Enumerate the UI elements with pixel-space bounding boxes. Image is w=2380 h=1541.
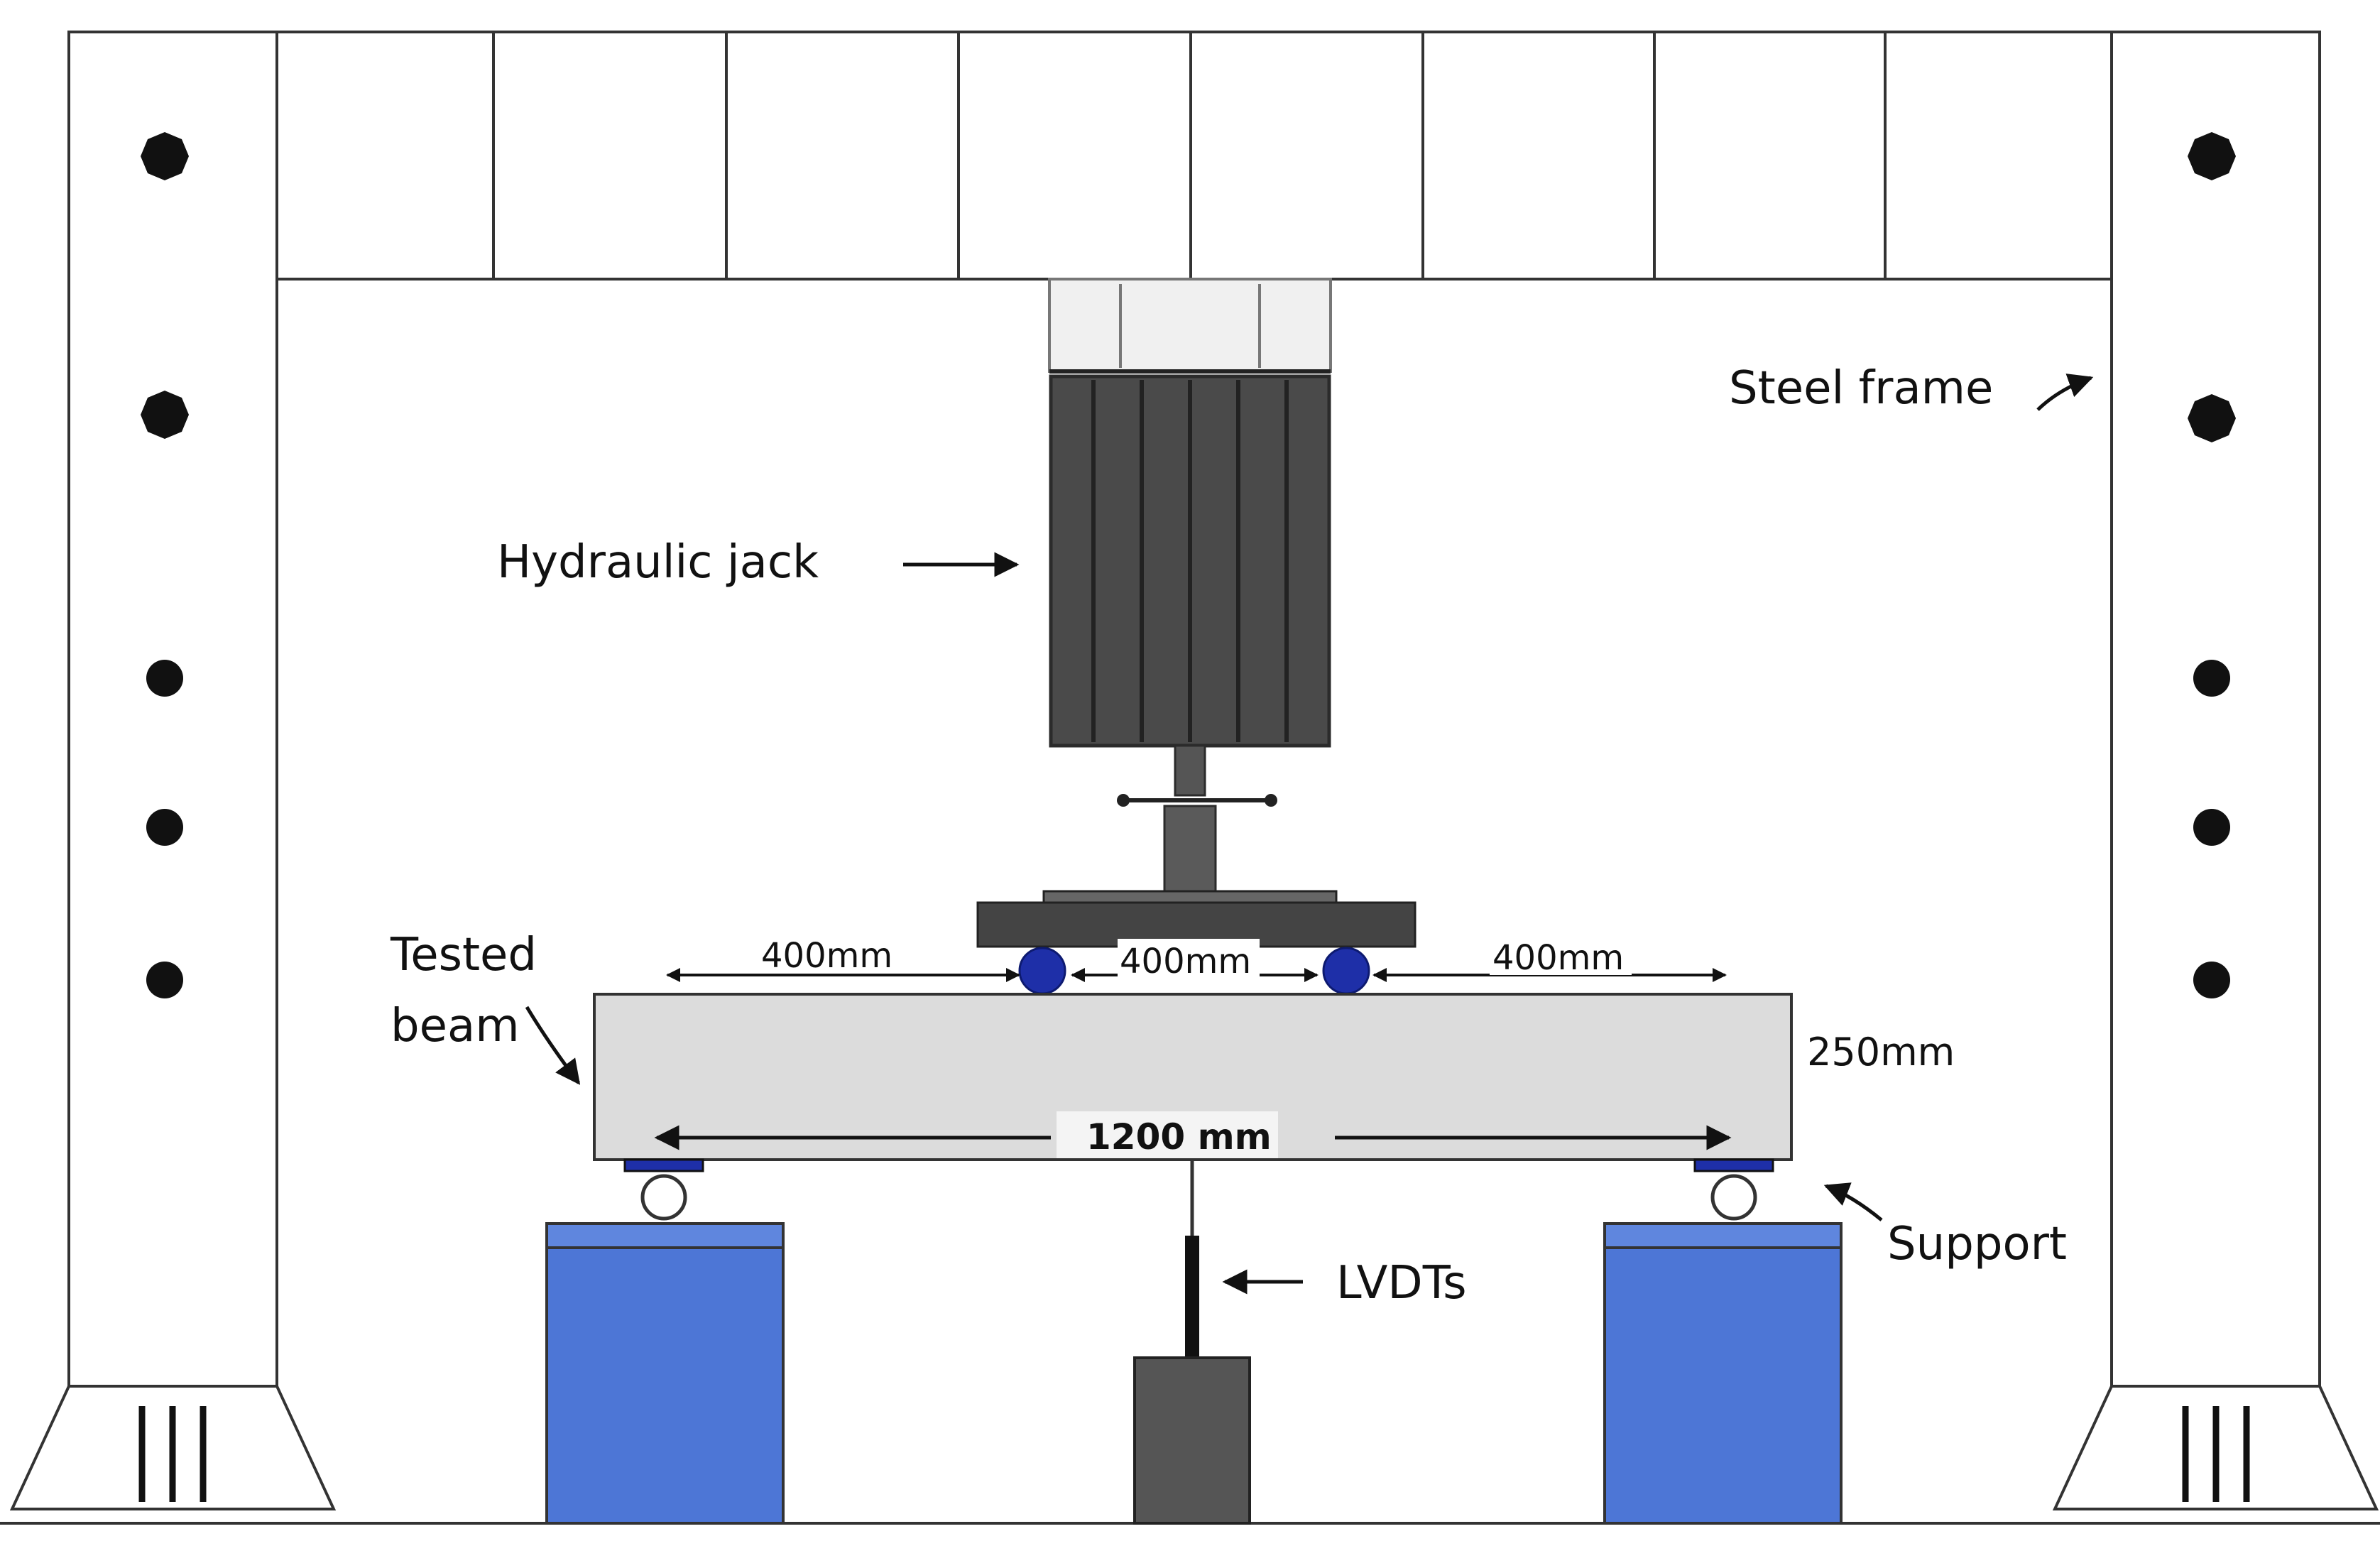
crossbeam-dividers [492, 32, 1887, 279]
labels: Steel frame Hydraulic jack Tested beam S… [390, 362, 2067, 1309]
tested-beam-arrow [525, 1006, 581, 1085]
jack-piston [1174, 744, 1206, 797]
tested-beam-label-line2: beam [391, 1000, 520, 1052]
support-label: Support [1887, 1218, 2067, 1270]
support-right-roller [1710, 1174, 1757, 1221]
jack-ribs [1091, 380, 1289, 742]
lvdts-label: LVDTs [1336, 1257, 1467, 1309]
support-arrow [1823, 1182, 1883, 1221]
jack-top-block [1048, 278, 1332, 373]
support-left [545, 1158, 785, 1525]
hydraulic-jack [976, 278, 1416, 948]
bolt-left-2 [141, 391, 189, 439]
dim-label-left-span: 400mm [761, 936, 892, 976]
lvdt [1133, 1160, 1251, 1525]
tested-beam-label-line1: Tested [390, 929, 537, 981]
bolt-right-5 [2193, 962, 2230, 998]
steel-frame-arrow [2036, 374, 2094, 411]
jack-ram [1163, 805, 1217, 893]
pointer-arrows [525, 374, 2094, 1295]
bolt-left-4 [146, 809, 183, 846]
bolt-left-3 [146, 660, 183, 697]
bolt-right-2 [2188, 394, 2236, 442]
bolt-right-4 [2193, 809, 2230, 846]
bolt-left-1 [141, 132, 189, 180]
dim-label-right-span: 400mm [1492, 938, 1624, 978]
support-right-block [1603, 1222, 1843, 1525]
support-left-roller [640, 1174, 687, 1221]
support-left-block [545, 1222, 785, 1525]
load-point-right [1322, 947, 1370, 995]
frame-crossbeam [275, 31, 2113, 281]
dim-label-beam-depth: 250mm [1807, 1030, 1955, 1074]
bolt-right-1 [2188, 132, 2236, 180]
dim-label-middle-span: 400mm [1120, 942, 1251, 981]
bolt-right-3 [2193, 660, 2230, 697]
frame-right-column [2110, 31, 2321, 1397]
bolt-left-5 [146, 962, 183, 998]
frame-bolts [141, 132, 2236, 998]
steel-frame-label: Steel frame [1729, 362, 1993, 415]
support-right [1603, 1158, 1843, 1525]
lvdt-body [1133, 1356, 1251, 1525]
frame-left-column [67, 31, 278, 1397]
hydraulic-jack-label: Hydraulic jack [497, 536, 819, 589]
lvdt-stem [1185, 1236, 1199, 1358]
load-plate-top [1042, 890, 1338, 904]
supports [545, 1158, 1843, 1525]
base-stiffeners [138, 1406, 2250, 1502]
dim-label-beam-length: 1200 mm [1086, 1116, 1272, 1158]
load-point-left [1018, 947, 1066, 995]
